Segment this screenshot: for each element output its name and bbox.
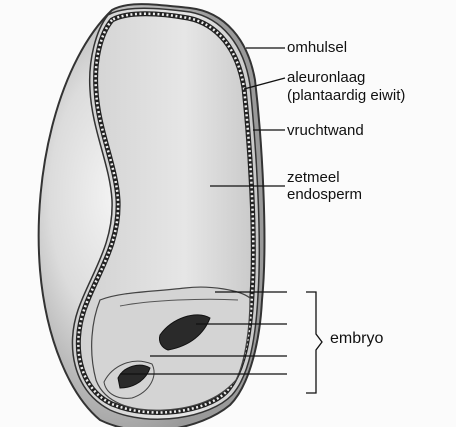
label-vruchtwand: vruchtwand: [287, 123, 364, 138]
label-plantaardig-eiwit: (plantaardig eiwit): [287, 88, 405, 103]
embryo-bracket: [306, 292, 322, 393]
label-aleuronlaag: aleuronlaag: [287, 70, 365, 85]
label-endosperm: endosperm: [287, 187, 362, 202]
label-zetmeel: zetmeel: [287, 170, 340, 185]
label-embryo: embryo: [330, 331, 383, 346]
label-omhulsel: omhulsel: [287, 40, 347, 55]
